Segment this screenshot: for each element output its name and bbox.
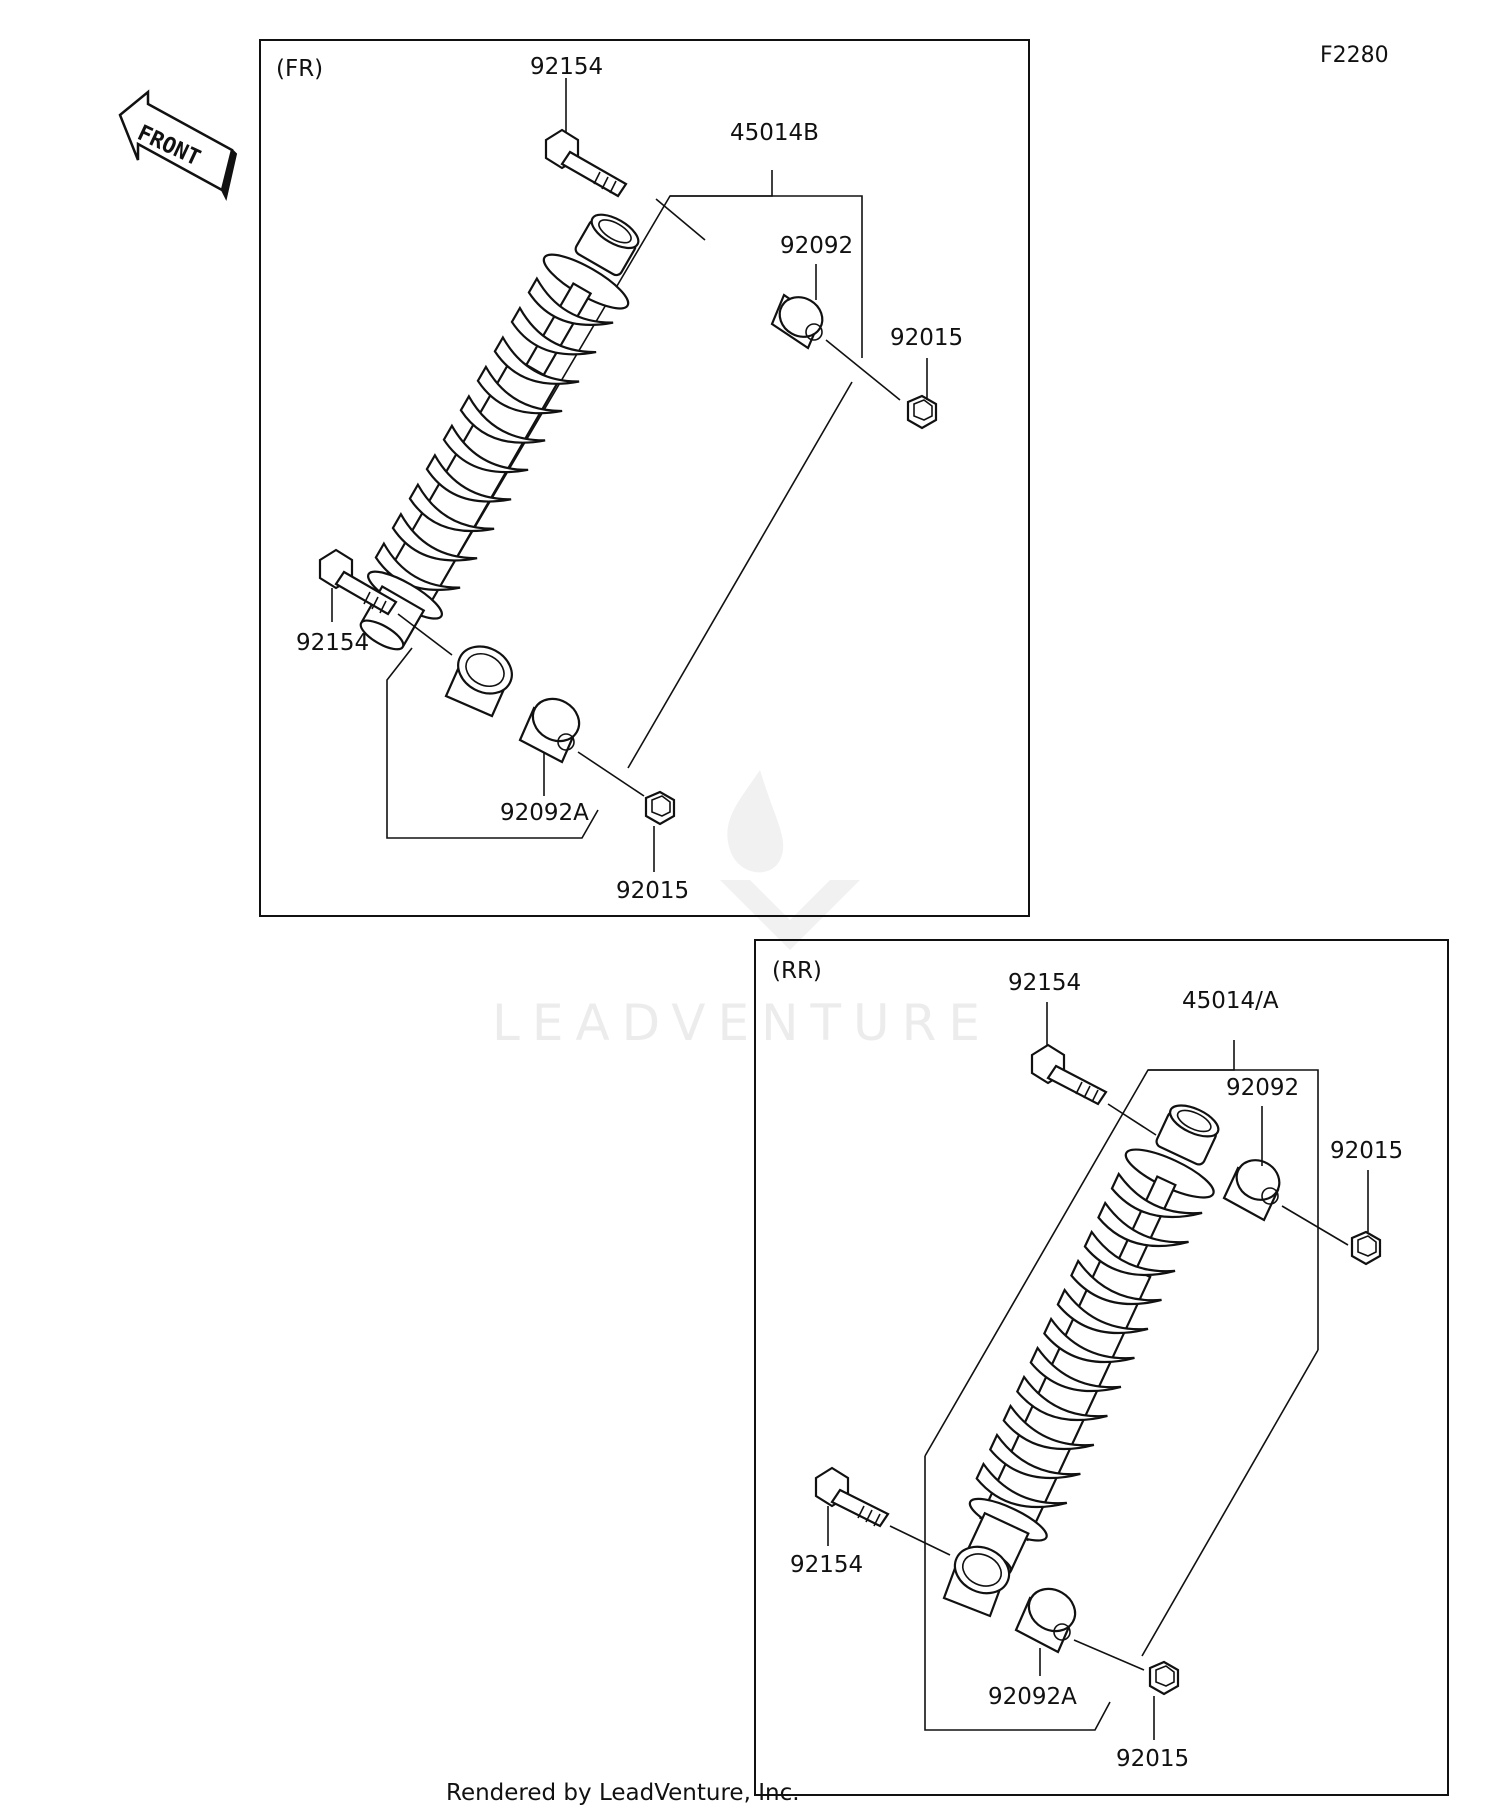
front-top-collar-icon	[770, 293, 824, 350]
front-top-nut-icon	[906, 394, 938, 430]
section-rear-title: (RR)	[772, 958, 822, 984]
assembly-bracket-bottom	[386, 647, 599, 839]
rear-bottom-collar-icon	[1014, 1587, 1077, 1654]
front-top-bolt-label: 92154	[530, 54, 603, 80]
rear-shock-assembly-label: 45014/A	[1182, 988, 1279, 1014]
rear-top-bolt-icon	[1030, 1043, 1108, 1106]
rear-top-collar-label: 92092	[1226, 1075, 1299, 1101]
front-bottom-nut-icon	[644, 790, 676, 826]
front-bottom-eye-icon	[444, 645, 513, 718]
section-front: (FR)	[259, 39, 1030, 917]
rear-top-nut-icon	[1350, 1230, 1382, 1266]
assembly-bracket-top	[670, 195, 863, 358]
rear-assembly-bracket-bottom	[924, 1456, 1111, 1731]
front-top-bolt-icon	[544, 128, 628, 198]
rear-assembly-bracket-top	[1148, 1069, 1319, 1350]
section-rear: (RR)	[754, 939, 1449, 1796]
watermark-text: LEADVENTURE	[492, 994, 992, 1052]
rear-bottom-bolt-icon	[814, 1466, 890, 1528]
rear-top-nut-label: 92015	[1330, 1138, 1403, 1164]
rear-bottom-eye-icon	[942, 1545, 1011, 1618]
rear-assembly-bracket-right	[1141, 1349, 1319, 1657]
rear-bottom-collar-label: 92092A	[988, 1684, 1077, 1710]
rear-top-collar-icon	[1222, 1159, 1281, 1222]
footer-credit: Rendered by LeadVenture, Inc.	[446, 1780, 800, 1806]
front-direction-arrow-icon: FRONT	[118, 89, 238, 201]
front-bottom-bolt-icon	[318, 548, 398, 616]
front-top-nut-label: 92015	[890, 325, 963, 351]
front-bottom-collar-label: 92092A	[500, 800, 589, 826]
diagram-code: F2280	[1320, 43, 1389, 68]
front-bottom-bolt-label: 92154	[296, 630, 369, 656]
rear-top-bolt-label: 92154	[1008, 970, 1081, 996]
rear-bottom-nut-icon	[1148, 1660, 1180, 1696]
section-rear-frame	[754, 939, 1449, 1796]
watermark: LEADVENTURE	[492, 770, 992, 1052]
rear-shock-absorber	[965, 1104, 1220, 1576]
rear-bottom-nut-label: 92015	[1116, 1746, 1189, 1772]
section-front-title: (FR)	[276, 56, 323, 82]
rear-bottom-bolt-label: 92154	[790, 1552, 863, 1578]
section-front-frame	[259, 39, 1030, 917]
front-bottom-collar-icon	[518, 697, 581, 764]
front-bottom-nut-label: 92015	[616, 878, 689, 904]
front-shock-assembly-label: 45014B	[730, 120, 819, 146]
front-top-collar-label: 92092	[780, 233, 853, 259]
assembly-bracket-right	[627, 381, 853, 769]
